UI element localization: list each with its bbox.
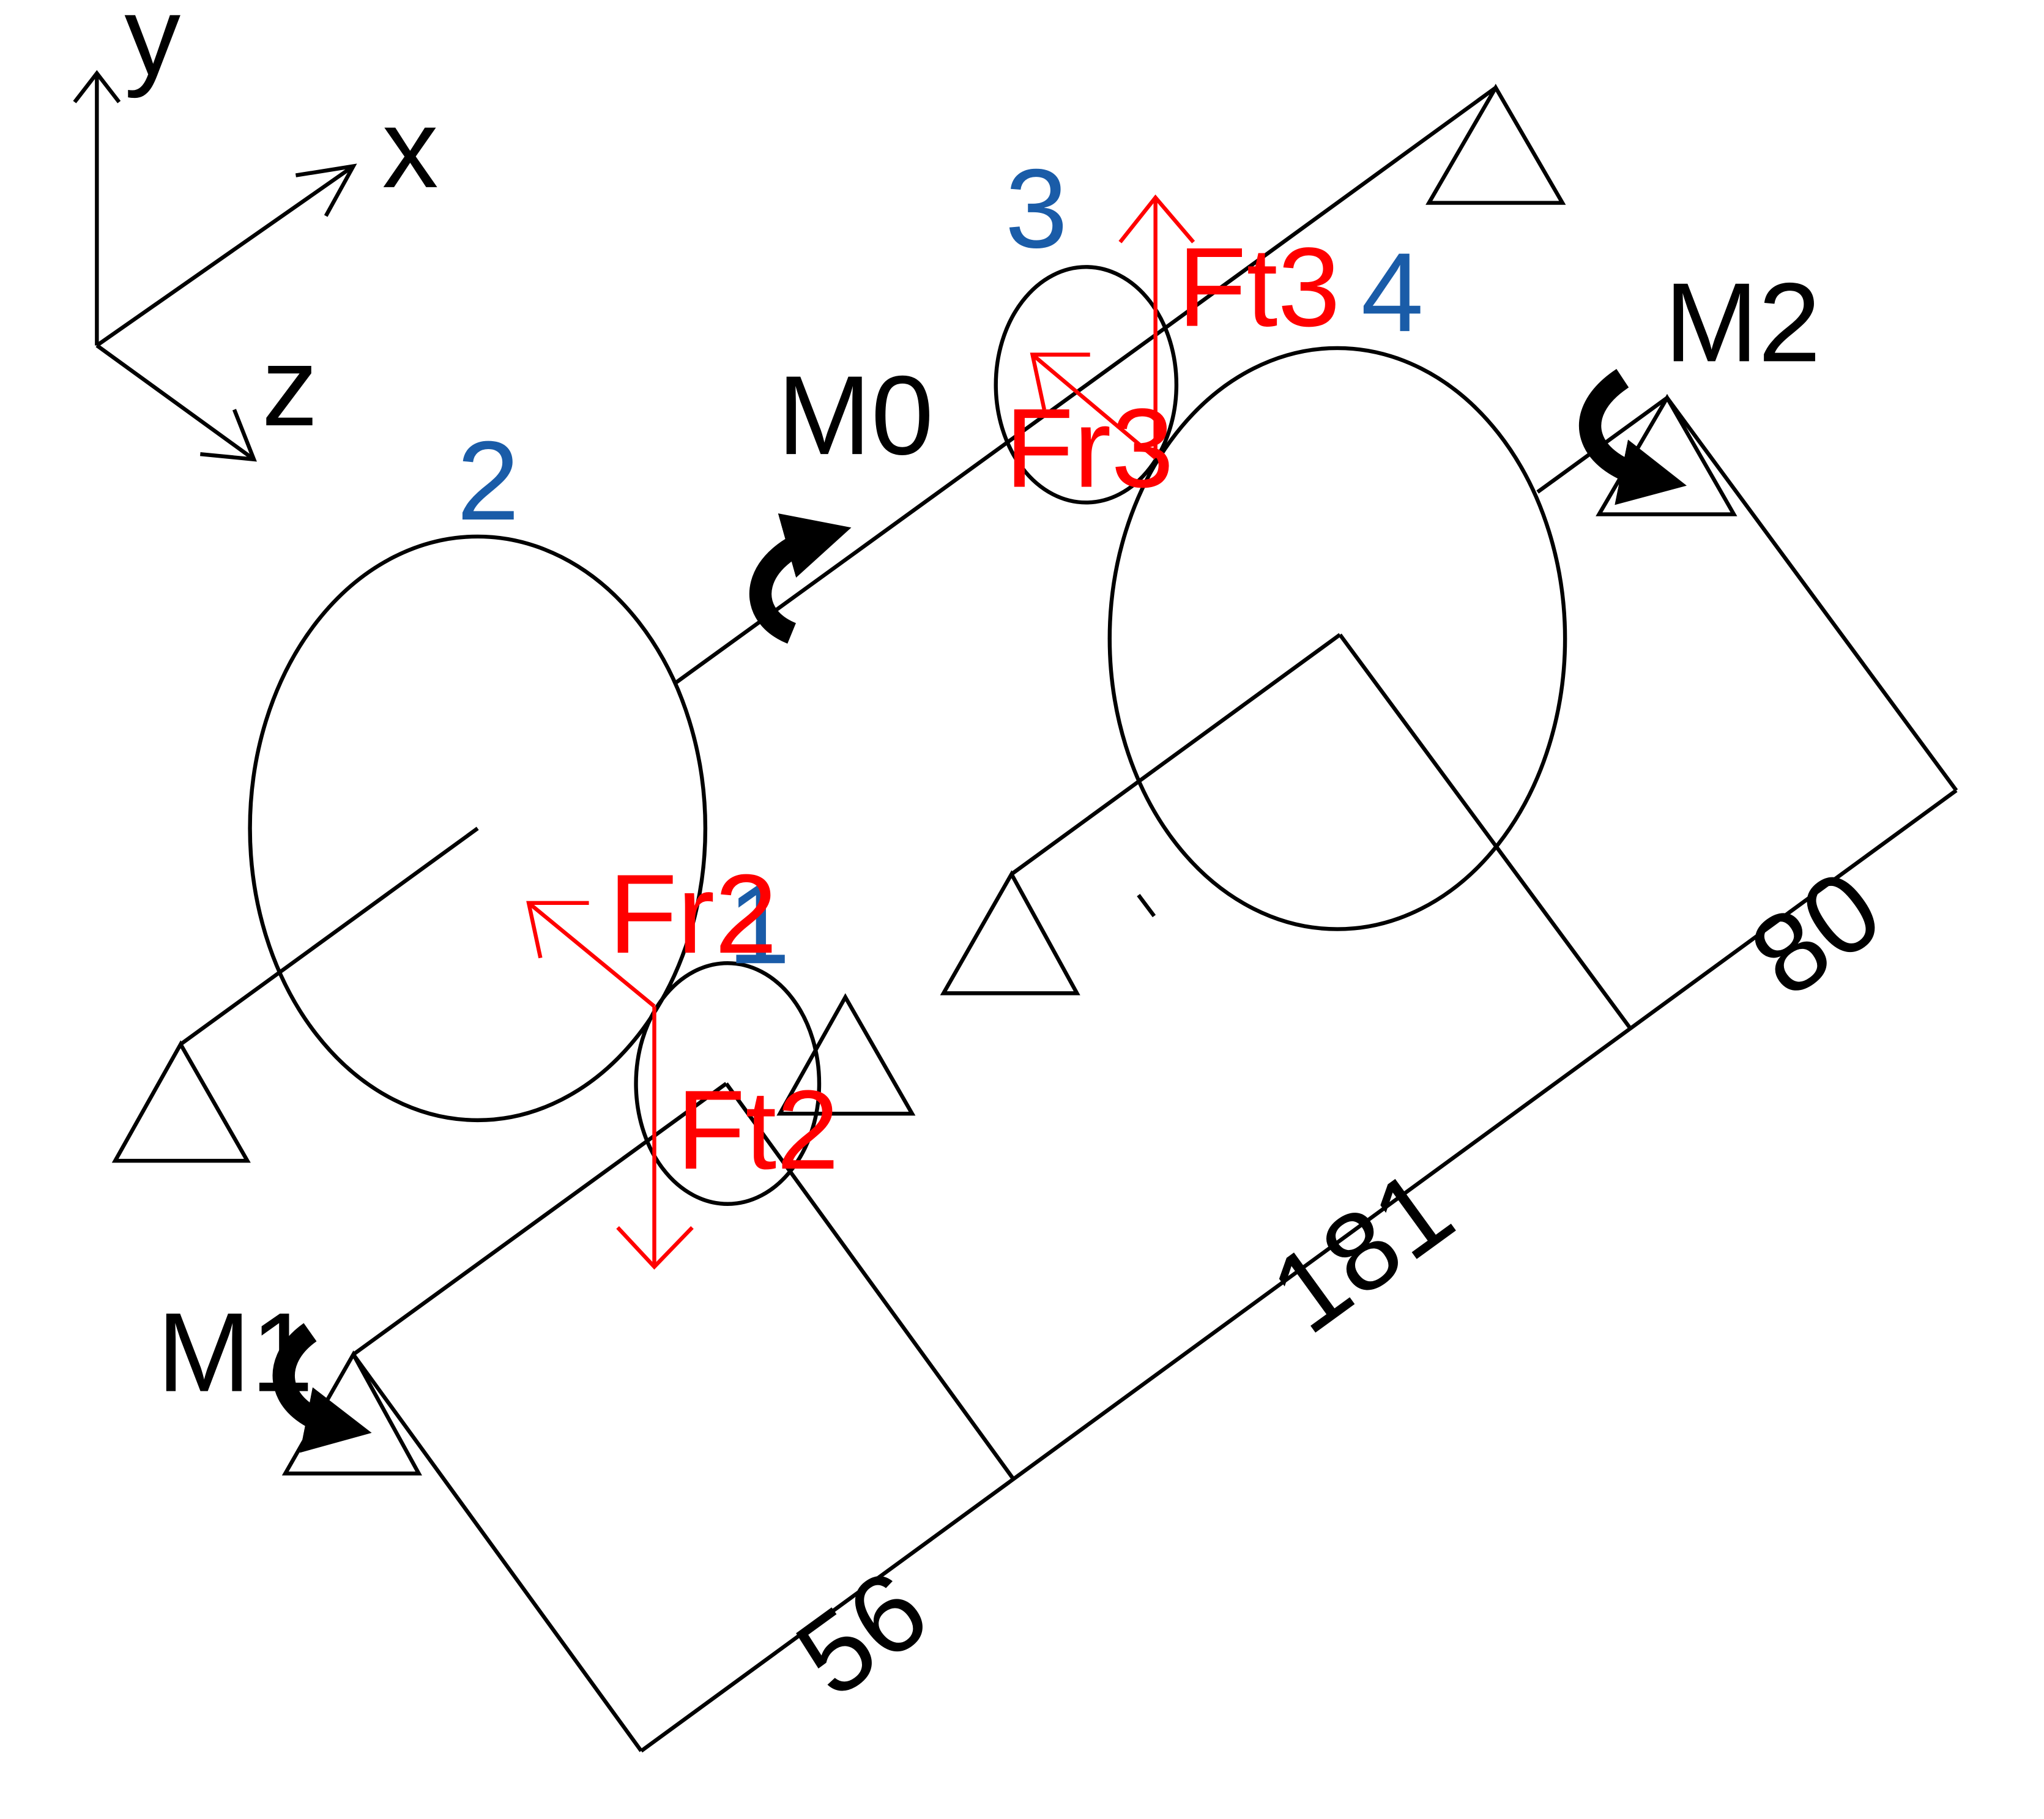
force-label-ft2: Ft2 [677, 1066, 839, 1192]
force-ft3-arrowhead [1118, 194, 1195, 244]
moment-label-m2: M2 [1665, 259, 1821, 385]
moment-label-m1: M1 [157, 1289, 314, 1415]
gear-4-hub-mark [1137, 894, 1156, 918]
y-axis-arrowhead [73, 70, 121, 103]
force-ft2-arrowhead [616, 1226, 694, 1270]
x-axis-label: x [382, 85, 439, 211]
z-axis-label: z [262, 323, 318, 449]
moment-label-m0: M0 [778, 352, 934, 478]
extension-line-m2 [1665, 396, 1958, 792]
gear-4 [1107, 346, 1567, 931]
dimension-label-181: 181 [1249, 1145, 1474, 1357]
gear-label-1: 1 [727, 861, 790, 987]
force-label-fr3: Fr3 [1005, 385, 1174, 511]
x-axis [95, 165, 355, 348]
gear-2 [248, 534, 708, 1123]
shafts [179, 86, 1668, 1356]
bearing-supports [111, 83, 1737, 1476]
input-shaft [352, 1082, 728, 1356]
x-axis-arrowhead [295, 163, 357, 217]
force-fr2-arrowhead [526, 901, 589, 959]
force-fr2-arrow [527, 901, 656, 1008]
force-fr3-arrowhead [1030, 352, 1090, 411]
dimension-label-56: 56 [774, 1545, 950, 1720]
dimension-line [640, 789, 1958, 1753]
z-axis [95, 344, 255, 461]
bearing-support-intermediate-left [111, 1040, 251, 1163]
intermediate-shaft-end [1154, 86, 1497, 337]
gear-1 [634, 961, 822, 1206]
y-axis-label: y [124, 0, 180, 99]
force-fr3-arrow [1031, 353, 1157, 460]
moments: M0 M1 M2 [157, 259, 1821, 1453]
bearing-support-input-right [776, 993, 916, 1116]
gear-label-2: 2 [457, 417, 519, 543]
dimension-lines: 56 181 80 [351, 396, 1958, 1753]
force-label-ft3: Ft3 [1178, 224, 1340, 350]
extension-line-gear-1 [724, 1082, 1016, 1481]
gear-label-4: 4 [1361, 229, 1424, 355]
dimension-label-80: 80 [1728, 845, 1903, 1021]
force-label-fr2: Fr2 [609, 850, 778, 976]
intermediate-shaft [179, 827, 479, 1046]
z-axis-arrowhead [199, 409, 257, 462]
force-vectors: Fr2 Ft2 Fr3 Ft3 [526, 194, 1340, 1270]
gear-label-3: 3 [1005, 145, 1068, 271]
moment-m1-arrow [272, 1323, 372, 1453]
extension-line-gear-4 [1338, 633, 1632, 1030]
moment-m2-arrow [1579, 368, 1687, 505]
bearing-support-intermediate-right [1425, 83, 1566, 205]
bearing-support-output-left [940, 870, 1080, 995]
gears: 2 1 3 4 [248, 145, 1567, 1206]
output-shaft [1010, 633, 1342, 876]
gear-3 [994, 265, 1179, 505]
moment-m0-arrow [749, 513, 852, 644]
coordinate-axes: y x z [73, 0, 439, 462]
extension-line-m1 [351, 1353, 643, 1752]
